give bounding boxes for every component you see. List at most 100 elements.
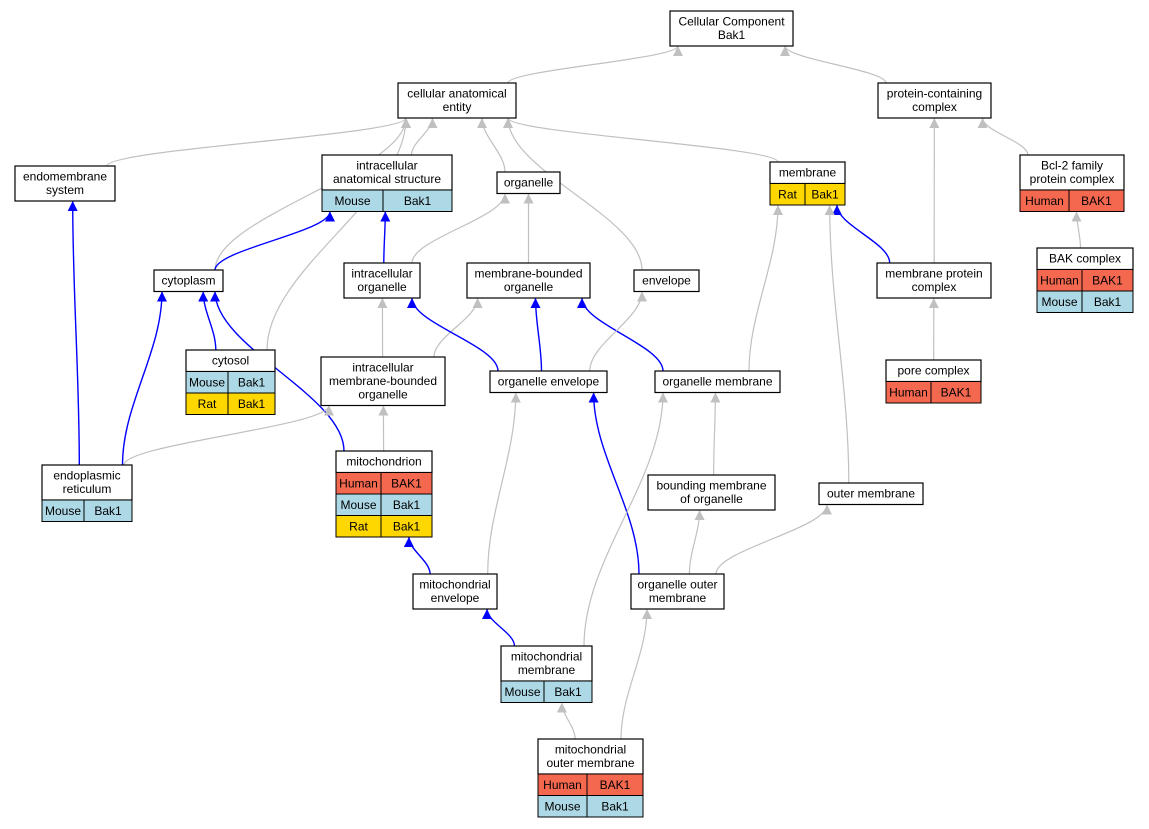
edge-om-to-mbo: [577, 297, 664, 372]
edge-oe-to-io: [407, 297, 499, 372]
node-header-box: [633, 269, 700, 293]
edge-er-to-cytoplasm: [121, 291, 167, 466]
node-label-line: organelle outer: [637, 578, 717, 592]
edge-imbo-to-mbo: [433, 297, 483, 358]
edge-oom-to-outm: [715, 504, 832, 575]
edge-mm-to-me: [482, 608, 516, 647]
node-label-line: Bak1: [718, 28, 746, 42]
node-label-line: intracellular: [351, 267, 412, 281]
node-label-line: organelle: [504, 176, 554, 190]
node-label-line: cytosol: [212, 354, 249, 368]
edge-mom-to-oom: [620, 608, 652, 740]
edge-io-to-ias: [380, 211, 391, 264]
edge-mpc-to-membrane: [832, 204, 891, 264]
gene-cell: [1081, 290, 1134, 313]
node-cytoplasm: cytoplasm: [153, 269, 224, 293]
edge-om-to-membrane: [748, 204, 783, 372]
edge-bmo-to-om: [710, 392, 721, 476]
node-label-line: organelle: [358, 388, 408, 402]
edge-mom-to-mm: [556, 702, 576, 740]
node-header-box: [320, 356, 446, 407]
node-label-line: anatomical structure: [333, 172, 441, 186]
species-row-mouse: Mouse Bak1: [321, 189, 453, 212]
node-label-line: mitochondrial: [511, 650, 582, 664]
gene-name: BAK1: [1092, 274, 1123, 288]
node-label-line: reticulum: [63, 482, 112, 496]
node-label-line: membrane: [779, 166, 837, 180]
species-name: Mouse: [544, 800, 580, 814]
edges-layer: [67, 45, 1082, 740]
node-label-line: organelle: [504, 280, 554, 294]
gene-cell: [804, 183, 846, 206]
node-header-box: [1019, 154, 1125, 191]
node-label-line: mitochondrial: [555, 743, 626, 757]
node-header-box: [669, 10, 794, 47]
node-label-line: entity: [443, 100, 472, 114]
gene-cell: [83, 499, 133, 522]
edge-membrane-to-cae: [503, 117, 779, 163]
node-label-line: protein-containing: [887, 87, 982, 101]
node-label-line: Bcl-2 family: [1041, 159, 1103, 173]
edge-er-to-imbo: [123, 405, 334, 466]
node-label-line: cytoplasm: [161, 274, 215, 288]
species-name: Rat: [198, 397, 217, 411]
node-label-line: envelope: [642, 274, 691, 288]
node-label-line: mitochondrial: [419, 578, 490, 592]
edge-envelope-to-cae: [503, 117, 643, 271]
node-header-box: [343, 262, 421, 299]
gene-name: Bak1: [811, 188, 839, 202]
node-outm: outer membrane: [818, 482, 924, 506]
node-label-line: organelle envelope: [498, 375, 600, 389]
node-header-box: [496, 171, 561, 195]
edge-me-to-oe: [487, 392, 521, 575]
edge-bak-to-bcl2: [1071, 211, 1082, 249]
node-header-box: [818, 482, 924, 506]
gene-cell: [382, 189, 453, 212]
gene-name: Bak1: [404, 194, 432, 208]
species-name: Rat: [349, 520, 368, 534]
gene-name: BAK1: [941, 386, 972, 400]
node-label-line: Cellular Component: [678, 15, 785, 29]
edge-cytosol-to-cytoplasm: [198, 291, 217, 351]
node-header-box: [630, 573, 725, 610]
node-label-line: membrane protein: [885, 267, 982, 281]
gene-cell: [586, 795, 644, 818]
edge-cytoplasm-to-cae: [214, 117, 411, 271]
species-row-rat: Rat Bak1: [185, 392, 276, 415]
node-header-box: [877, 82, 992, 119]
node-label-line: intracellular: [356, 159, 417, 173]
edge-cytosol-to-cae: [266, 117, 411, 351]
node-header-box: [412, 573, 498, 610]
node-label-line: BAK complex: [1049, 252, 1121, 266]
species-name: Mouse: [334, 194, 370, 208]
species-name: Human: [543, 778, 582, 792]
gene-name: Bak1: [238, 397, 266, 411]
node-label-line: complex: [912, 100, 957, 114]
edge-mm-to-om: [583, 392, 668, 647]
gene-name: BAK1: [1081, 194, 1112, 208]
node-header-box: [153, 269, 224, 293]
gene-cell: [380, 515, 433, 538]
